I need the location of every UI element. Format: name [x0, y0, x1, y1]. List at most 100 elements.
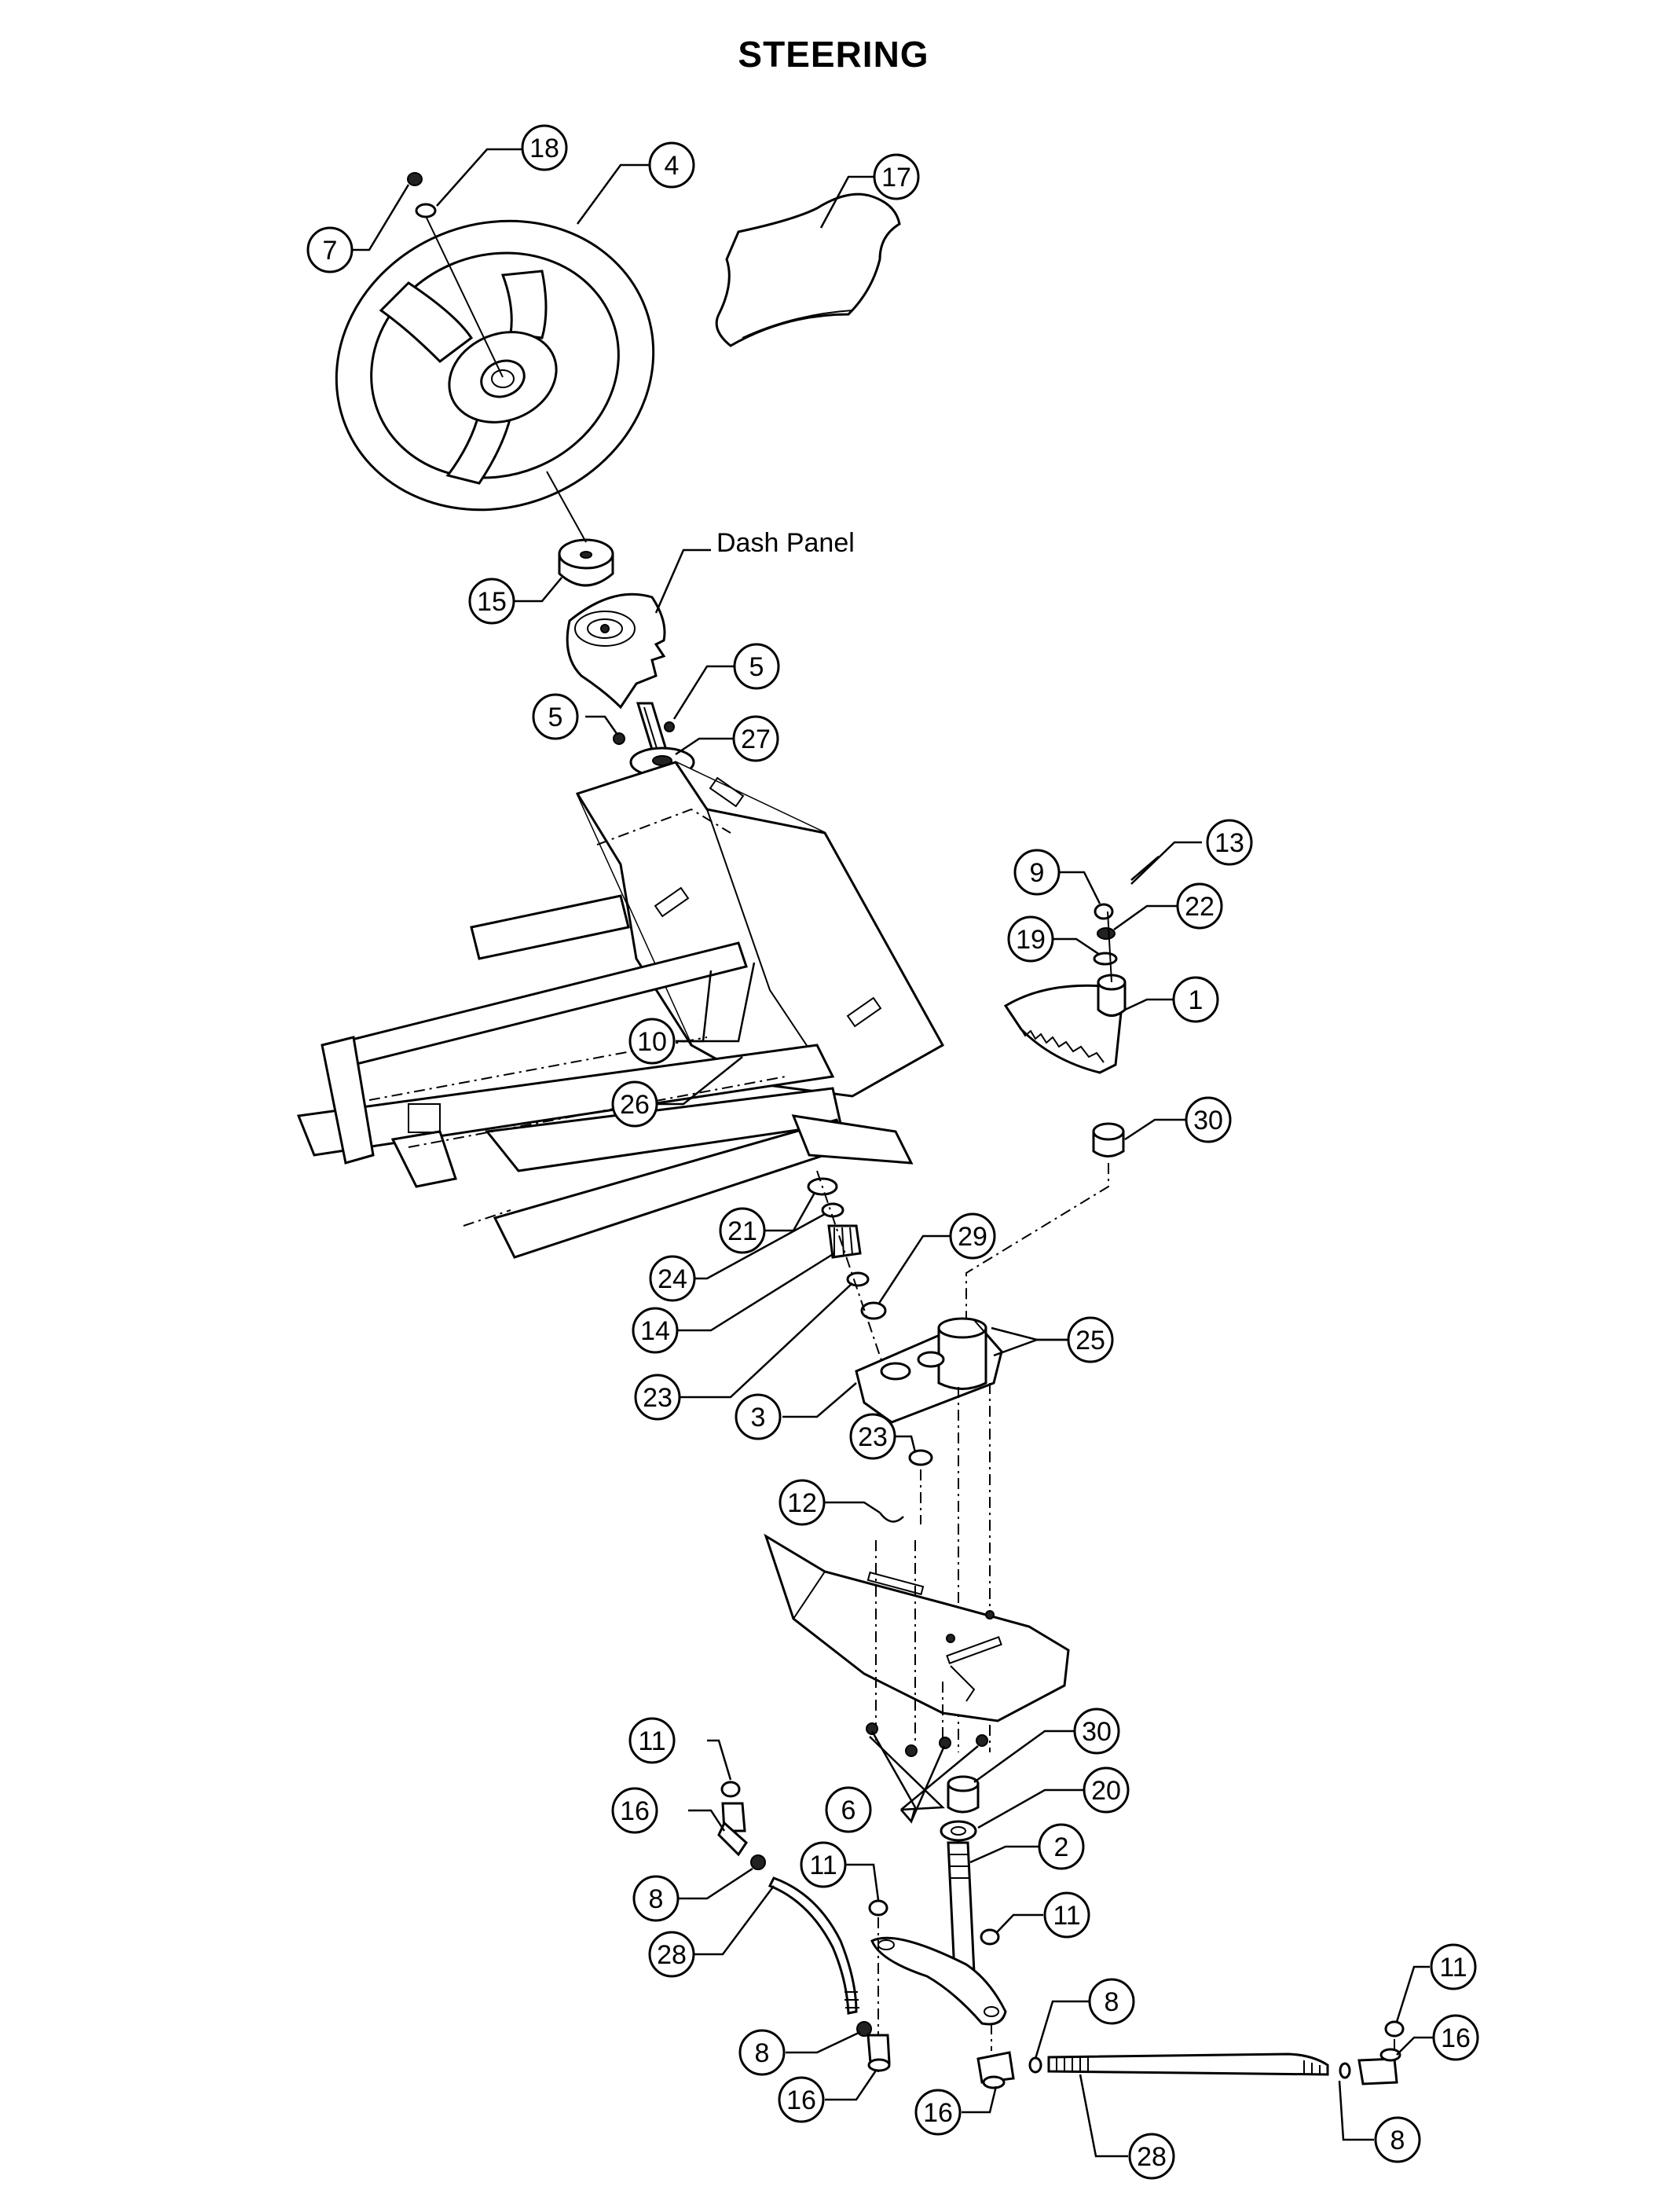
svg-text:15: 15 [477, 587, 507, 617]
callout-8-left-top: 8 [632, 1875, 680, 1922]
callout-23-upper: 23 [634, 1374, 681, 1421]
steering-wheel [335, 219, 655, 512]
svg-text:17: 17 [881, 163, 911, 193]
svg-text:7: 7 [323, 236, 338, 266]
callout-5-right: 5 [733, 643, 780, 690]
svg-text:9: 9 [1030, 858, 1045, 888]
tie-rod-28-right [1047, 2052, 1329, 2076]
callout-12: 12 [779, 1479, 826, 1526]
svg-text:19: 19 [1016, 925, 1046, 955]
nut-7 [407, 172, 423, 186]
bushing-30-upper [1092, 1122, 1125, 1157]
callout-bubbles: 18 4 17 7 15 5 5 27 13 9 22 19 1 10 26 3… [306, 124, 1479, 2180]
svg-text:14: 14 [640, 1316, 670, 1346]
callout-7: 7 [306, 226, 354, 273]
svg-text:25: 25 [1075, 1326, 1105, 1355]
svg-text:22: 22 [1185, 892, 1215, 922]
svg-text:16: 16 [923, 2098, 953, 2128]
callout-22: 22 [1176, 882, 1223, 930]
nut-11-spindle-left [868, 1899, 888, 1917]
svg-text:26: 26 [620, 1090, 650, 1120]
callout-26: 26 [611, 1080, 658, 1128]
callout-8-left-bottom: 8 [738, 2029, 786, 2076]
callout-15: 15 [468, 578, 515, 625]
callout-27: 27 [732, 715, 779, 762]
callout-10: 10 [628, 1018, 676, 1065]
washer-22 [1097, 927, 1116, 940]
svg-text:11: 11 [638, 1726, 665, 1756]
callout-19: 19 [1007, 915, 1054, 963]
svg-text:30: 30 [1193, 1106, 1223, 1135]
washer-18 [415, 203, 437, 218]
svg-text:3: 3 [751, 1403, 766, 1432]
callout-11-spindle-right: 11 [1043, 1891, 1090, 1939]
callout-4: 4 [648, 141, 695, 189]
svg-text:23: 23 [858, 1422, 888, 1452]
svg-text:27: 27 [741, 724, 771, 754]
callout-2: 2 [1038, 1823, 1085, 1870]
svg-text:20: 20 [1091, 1776, 1121, 1806]
tie-rod-28-left [768, 1876, 859, 2015]
svg-text:8: 8 [755, 2038, 770, 2068]
svg-text:16: 16 [620, 1796, 650, 1826]
steering-cap [558, 538, 614, 587]
washer-23-upper [846, 1271, 870, 1287]
nut-11-spindle-right [980, 1928, 1000, 1946]
callout-20: 20 [1083, 1766, 1130, 1814]
svg-text:1: 1 [1189, 985, 1204, 1015]
bolt-5-right [664, 721, 675, 732]
callout-25: 25 [1067, 1316, 1114, 1363]
bolt-5-left [613, 732, 625, 745]
callout-18: 18 [521, 124, 568, 171]
sector-gear [1003, 974, 1127, 1074]
callout-leaders [352, 148, 1434, 2158]
washer-19 [1093, 952, 1118, 966]
callout-1: 1 [1172, 976, 1219, 1023]
svg-text:23: 23 [643, 1383, 672, 1413]
washer-20 [940, 1820, 977, 1842]
jam-nut-8-center [1028, 2056, 1042, 2074]
callout-21: 21 [719, 1207, 766, 1254]
callout-11-spindle-left: 11 [800, 1841, 847, 1888]
washer-24 [821, 1202, 844, 1218]
washer-23-lower [908, 1449, 933, 1466]
callout-28-left: 28 [648, 1931, 695, 1978]
ball-joint-16-right [1357, 2048, 1401, 2085]
callout-5-left: 5 [532, 693, 579, 740]
jam-nut-8-left-top [750, 1854, 766, 1870]
callout-3: 3 [735, 1393, 782, 1440]
dash-panel-label: Dash Panel [716, 528, 855, 558]
bushing-30-lower [947, 1775, 980, 1814]
svg-text:11: 11 [1053, 1901, 1080, 1931]
callout-8-right: 8 [1374, 2116, 1421, 2163]
svg-text:29: 29 [958, 1222, 987, 1252]
svg-text:8: 8 [1390, 2126, 1405, 2155]
svg-text:16: 16 [786, 2085, 816, 2115]
callout-6: 6 [825, 1786, 872, 1833]
callout-11-right: 11 [1430, 1943, 1477, 1990]
page-title: STEERING [738, 34, 929, 75]
nut-11-right [1384, 2020, 1405, 2038]
callout-11-left-top: 11 [628, 1717, 676, 1764]
pin-12 [879, 1512, 904, 1523]
nut-9 [1094, 903, 1114, 920]
callout-24: 24 [649, 1255, 696, 1302]
callout-16-left-top: 16 [611, 1787, 658, 1834]
svg-text:6: 6 [841, 1796, 856, 1825]
nut-11-left-top [720, 1781, 741, 1798]
callout-14: 14 [632, 1307, 679, 1354]
svg-text:30: 30 [1082, 1717, 1112, 1747]
svg-text:2: 2 [1054, 1832, 1069, 1862]
pinion-gear-14 [827, 1224, 862, 1259]
frame-and-dash-tower [296, 761, 945, 1259]
svg-text:16: 16 [1441, 2023, 1471, 2053]
svg-text:5: 5 [749, 652, 764, 682]
svg-text:8: 8 [649, 1884, 664, 1914]
callout-28-right: 28 [1128, 2133, 1175, 2180]
callout-23-lower: 23 [849, 1413, 896, 1460]
foot-plate [764, 1533, 1070, 1722]
svg-text:28: 28 [1137, 2142, 1167, 2172]
callout-16-left-bottom: 16 [778, 2076, 825, 2123]
steering-bracket [855, 1317, 1003, 1424]
